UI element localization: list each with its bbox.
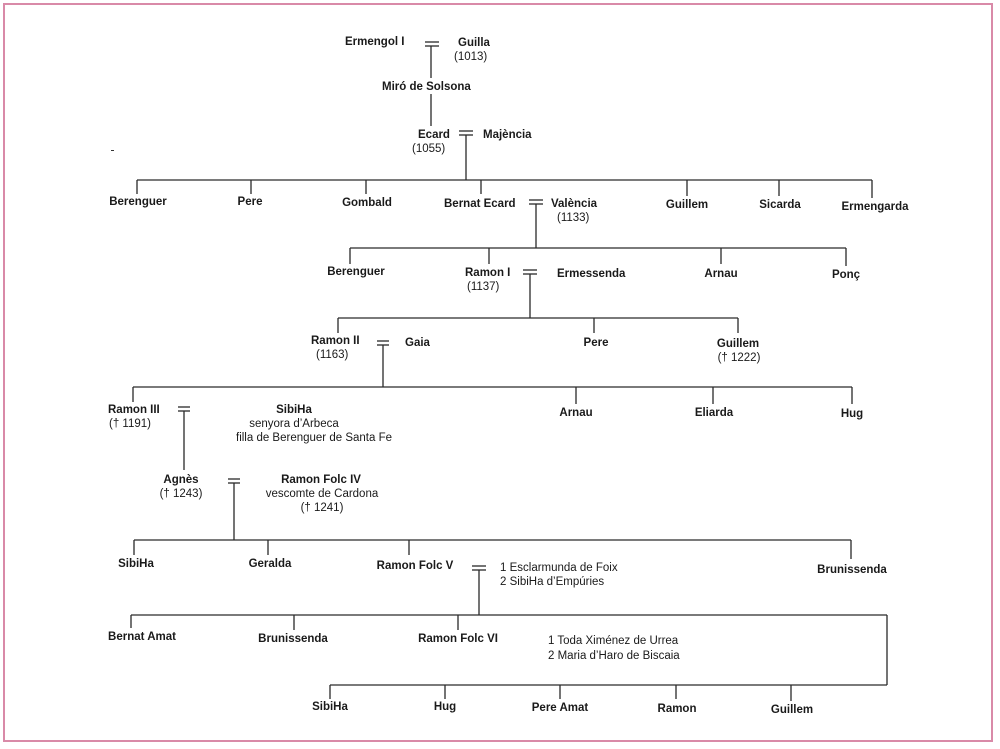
- person-ramon-folc-vi: Ramon Folc VI: [418, 633, 498, 645]
- date-ramon-iii: († 1191): [109, 418, 151, 430]
- person-ecard: Ecard: [418, 129, 450, 141]
- page-frame: [3, 3, 993, 742]
- person-ramon-i: Ramon I: [465, 267, 511, 279]
- person-ramon-folc-v: Ramon Folc V: [376, 560, 454, 572]
- person-ramon-ii: Ramon II: [311, 335, 360, 347]
- person-miro-de-solsona: Miró de Solsona: [382, 81, 471, 93]
- date-agnes: († 1243): [159, 488, 203, 500]
- person-bernat-amat: Bernat Amat: [108, 631, 176, 643]
- person-pere: Pere: [583, 337, 609, 349]
- person-sibilla: SibiHa: [276, 404, 312, 416]
- person-guillem: Guillem: [716, 338, 760, 350]
- marriage-symbol: [178, 406, 190, 412]
- sibilla-title: senyora d’Arbeca: [249, 418, 339, 430]
- date-guilla: (1013): [454, 51, 488, 63]
- person-majencia: Majència: [483, 129, 532, 141]
- person-hug: Hug: [840, 408, 864, 420]
- person-hug: Hug: [433, 701, 457, 713]
- person-arnau: Arnau: [559, 407, 593, 419]
- person-geralda: Geralda: [248, 558, 292, 570]
- person-ermengarda: Ermengarda: [841, 201, 909, 213]
- marriage-symbol: [472, 565, 486, 571]
- date-ecard: (1055): [412, 143, 446, 155]
- person-sibilla: SibiHa: [312, 701, 348, 713]
- person-ramon-iii: Ramon III: [108, 404, 160, 416]
- person-gombald: Gombald: [342, 197, 392, 209]
- date-guillem: († 1222): [717, 352, 761, 364]
- person-sicarda: Sicarda: [759, 199, 801, 211]
- date-ramon-i: (1137): [467, 281, 500, 293]
- date-ramon-folc-iv: († 1241): [300, 502, 344, 514]
- marriage-symbol: [425, 41, 439, 47]
- person-guilla: Guilla: [458, 37, 490, 49]
- person-ermessenda: Ermessenda: [557, 268, 626, 280]
- person-guillem: Guillem: [770, 704, 814, 716]
- person-eliarda: Eliarda: [694, 407, 734, 419]
- person-berenguer: Berenguer: [109, 196, 167, 208]
- spouse-toda-ximenez: 1 Toda Ximénez de Urrea: [548, 635, 679, 647]
- person-ramon: Ramon: [657, 703, 697, 715]
- person-gaia: Gaia: [405, 337, 430, 349]
- person-ermengol-i: Ermengol I: [345, 36, 405, 48]
- person-pere-amat: Pere Amat: [531, 702, 589, 714]
- spouse-esclarmunda: 1 Esclarmunda de Foix: [500, 562, 618, 574]
- spouse-sibilla-empuries: 2 SibiHa d’Empúries: [500, 576, 605, 588]
- person-pere: Pere: [237, 196, 263, 208]
- marriage-symbol: [459, 130, 473, 136]
- spouse-maria-haro: 2 Maria d’Haro de Biscaia: [548, 650, 680, 662]
- person-ponc: Ponç: [831, 269, 861, 281]
- person-ramon-folc-iv: Ramon Folc IV: [281, 474, 361, 486]
- person-brunissenda: Brunissenda: [817, 564, 887, 576]
- marriage-symbol: [377, 340, 389, 346]
- person-brunissenda: Brunissenda: [258, 633, 328, 645]
- person-agnes: Agnès: [163, 474, 199, 486]
- person-bernat-ecard: Bernat Ecard: [444, 198, 516, 210]
- date-valencia: (1133): [557, 212, 590, 224]
- date-ramon-ii: (1163): [316, 349, 349, 361]
- marriage-symbol: [523, 269, 537, 275]
- marriage-symbol: [228, 478, 240, 484]
- marriage-symbol: [529, 199, 543, 205]
- person-guillem: Guillem: [665, 199, 709, 211]
- person-sibilla: SibiHa: [118, 558, 154, 570]
- ramon-folc-iv-title: vescomte de Cardona: [265, 488, 379, 500]
- stray-mark: [111, 150, 114, 151]
- sibilla-parentage: filla de Berenguer de Santa Fe: [236, 432, 392, 444]
- person-valencia: València: [551, 198, 598, 210]
- person-berenguer: Berenguer: [327, 266, 385, 278]
- person-arnau: Arnau: [704, 268, 738, 280]
